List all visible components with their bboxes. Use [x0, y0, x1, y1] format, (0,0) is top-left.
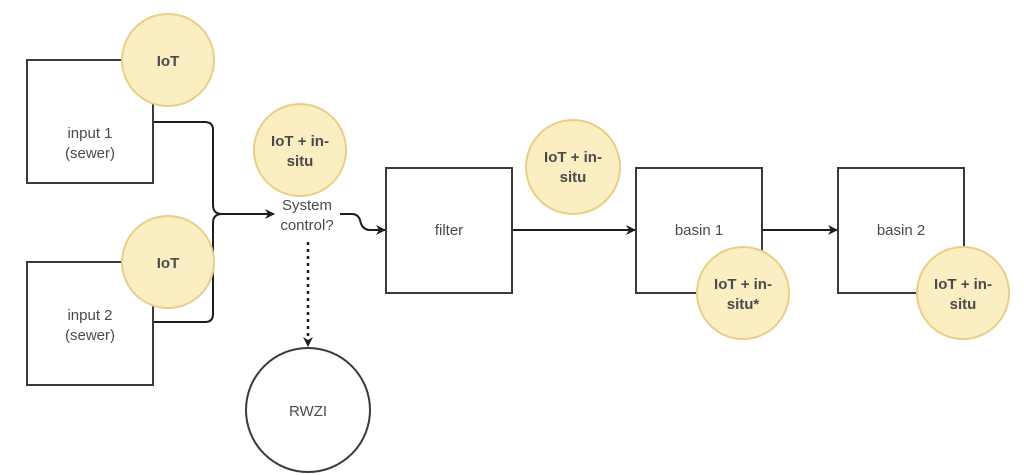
sensor-label-line2: situ — [950, 296, 977, 313]
input-1-label-line2: (sewer) — [65, 145, 115, 162]
system-control-label-line1: System — [282, 197, 332, 214]
node-filter[interactable]: filter — [385, 167, 513, 294]
rwzi-label: RWZI — [289, 403, 327, 420]
edge-input2-to-system-control — [153, 213, 223, 323]
sensor-circle — [696, 246, 790, 340]
sensor-label-line1: IoT + in- — [934, 276, 992, 293]
sensor-label-line1: IoT + in- — [544, 149, 602, 166]
sensor-label-line2: situ — [560, 169, 587, 186]
sensor-filter-output[interactable]: IoT + in- situ — [525, 119, 621, 215]
sensor-system-control[interactable]: IoT + in- situ — [253, 103, 347, 197]
sensor-input-1[interactable]: IoT — [121, 13, 215, 107]
sensor-circle — [253, 103, 347, 197]
basin-1-label: basin 1 — [675, 222, 723, 239]
system-control-label-line2: control? — [280, 217, 333, 234]
node-system-control[interactable]: System control? — [280, 197, 333, 234]
input-2-label-line1: input 2 — [67, 307, 112, 324]
sensor-basin-1[interactable]: IoT + in- situ* — [696, 246, 790, 340]
input-1-label-line1: input 1 — [67, 125, 112, 142]
sensor-label-line1: IoT + in- — [271, 133, 329, 150]
sensor-label-line2: situ* — [727, 296, 760, 313]
basin-2-label: basin 2 — [877, 222, 925, 239]
sensor-label: IoT — [157, 53, 180, 70]
sensor-circle — [121, 13, 215, 107]
sensor-circle — [121, 215, 215, 309]
sensor-circle — [916, 246, 1010, 340]
sensor-label: IoT — [157, 255, 180, 272]
node-rwzi[interactable]: RWZI — [245, 347, 371, 473]
sensor-label-line1: IoT + in- — [714, 276, 772, 293]
sensor-input-2[interactable]: IoT — [121, 215, 215, 309]
rwzi-circle — [245, 347, 371, 473]
sensor-label-line2: situ — [287, 153, 314, 170]
input-2-label-line2: (sewer) — [65, 327, 115, 344]
filter-label: filter — [435, 222, 463, 239]
filter-box — [385, 167, 513, 294]
sensor-basin-2[interactable]: IoT + in- situ — [916, 246, 1010, 340]
edge-system-control-to-filter — [340, 213, 386, 235]
sensor-circle — [525, 119, 621, 215]
